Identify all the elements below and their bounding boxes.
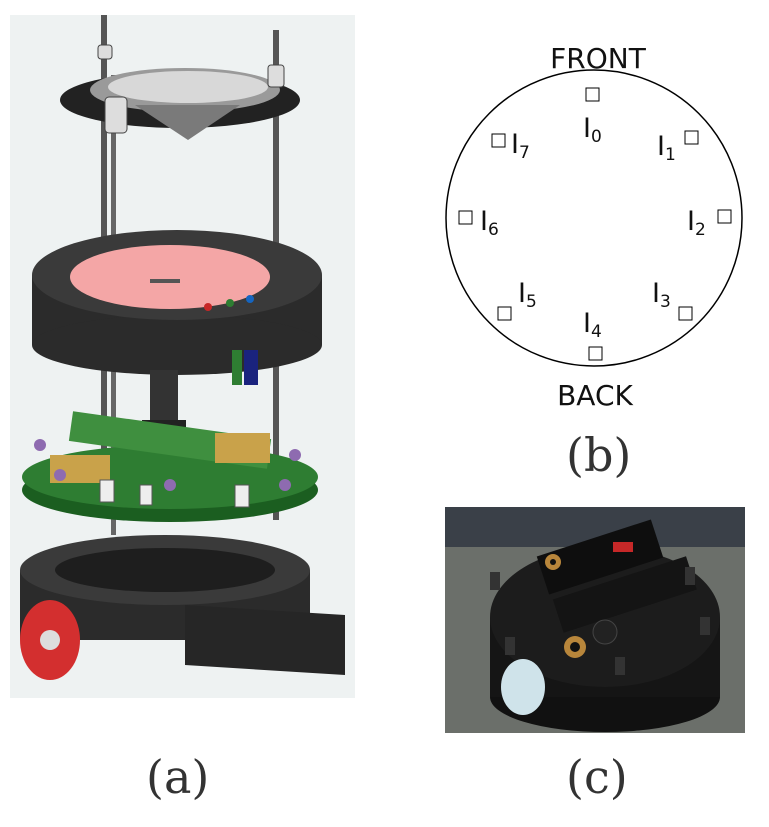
sensor-label-4: I4 [583, 308, 602, 342]
sensor-box-7 [491, 133, 506, 148]
buzzer [592, 619, 618, 645]
center-slot [150, 279, 180, 283]
robot-exploded-view [10, 15, 355, 698]
back-label: BACK [557, 379, 633, 412]
ir-sensor [615, 657, 625, 675]
connector-green [232, 350, 242, 385]
sensor-component [289, 449, 301, 461]
connector-blue [244, 350, 258, 385]
mounting-hole-center [570, 642, 580, 652]
pcb-module [552, 556, 697, 633]
sensor-component [54, 469, 66, 481]
led-green [226, 299, 234, 307]
caption-b: (b) [566, 428, 632, 482]
sensor-component [34, 439, 46, 451]
sensor-box-4 [588, 346, 603, 361]
sensor-layout-diagram: FRONT BACK I0 I1 I2 I3 I4 I5 I6 I7 [440, 30, 760, 420]
sensor-box-5 [497, 306, 512, 321]
sensor-label-2: I2 [687, 206, 706, 240]
sensor-label-3: I3 [652, 278, 671, 312]
spacer [139, 484, 153, 506]
ir-sensor [685, 567, 695, 585]
robot-photo [445, 507, 745, 733]
spacer [234, 484, 250, 508]
sensor-box-0 [585, 87, 600, 102]
upper-body-bottom [32, 315, 322, 375]
sensor-label-5: I5 [518, 278, 537, 312]
ir-sensor [700, 617, 710, 635]
wheel-hub [40, 630, 60, 650]
sensor-box-2 [717, 209, 732, 224]
top-mirror-inner [108, 71, 268, 103]
led-blue [246, 295, 254, 303]
robot-exploded-illustration [20, 15, 345, 680]
ir-sensor [505, 637, 515, 655]
ir-sensor [490, 572, 500, 590]
sensor-box-3 [678, 306, 693, 321]
pcb-module [536, 519, 664, 595]
spacer [267, 64, 285, 88]
sensor-label-1: I1 [657, 131, 676, 165]
spacer [99, 479, 115, 503]
motor-right [215, 433, 270, 463]
robot-photo-illustration [445, 507, 745, 733]
spacer [97, 44, 113, 60]
led-red [204, 303, 212, 311]
sensor-component [164, 479, 176, 491]
spacer [104, 96, 128, 134]
robot-outline [445, 69, 743, 367]
sensor-box-1 [684, 130, 699, 145]
base-extension [185, 605, 345, 675]
mounting-hole-center [550, 559, 556, 565]
sensor-label-6: I6 [480, 206, 499, 240]
caption-c: (c) [566, 750, 628, 804]
base-cavity [55, 548, 275, 592]
sensor-layout-svg: FRONT BACK I0 I1 I2 I3 I4 I5 I6 I7 [445, 42, 743, 412]
mirror-cone [135, 105, 240, 140]
pink-top-plate [70, 245, 270, 309]
sensor-label-7: I7 [511, 129, 530, 163]
sensor-box-6 [458, 210, 473, 225]
red-component [613, 542, 633, 552]
sensor-component [279, 479, 291, 491]
sensor-label-0: I0 [583, 113, 602, 147]
wheel [501, 659, 545, 715]
caption-a: (a) [146, 750, 210, 804]
